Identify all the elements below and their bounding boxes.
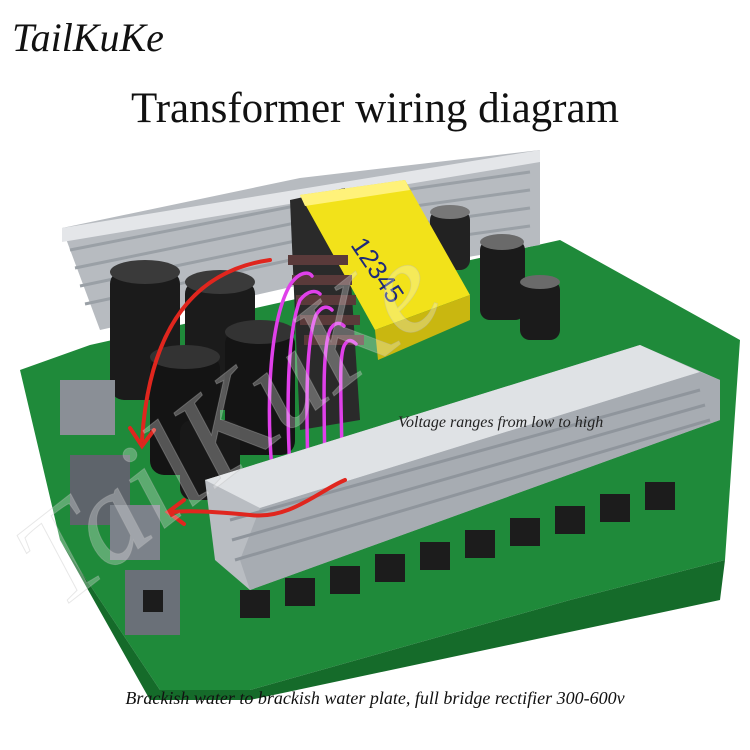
front-heatsink [205,345,720,590]
wiring-arrows [128,258,347,526]
voltage-note: Voltage ranges from low to high [398,414,604,431]
bobbin-pins [288,255,364,345]
power-transistors [240,482,675,618]
circuit-board-shade [60,540,725,700]
brand-logo: TailKuKe [12,15,164,60]
caption: Brackish water to brackish water plate, … [125,688,625,708]
page-title: Transformer wiring diagram [130,85,620,132]
capacitors [110,205,560,500]
tap-wires [267,271,358,472]
left-rectifier-blocks [60,380,180,635]
